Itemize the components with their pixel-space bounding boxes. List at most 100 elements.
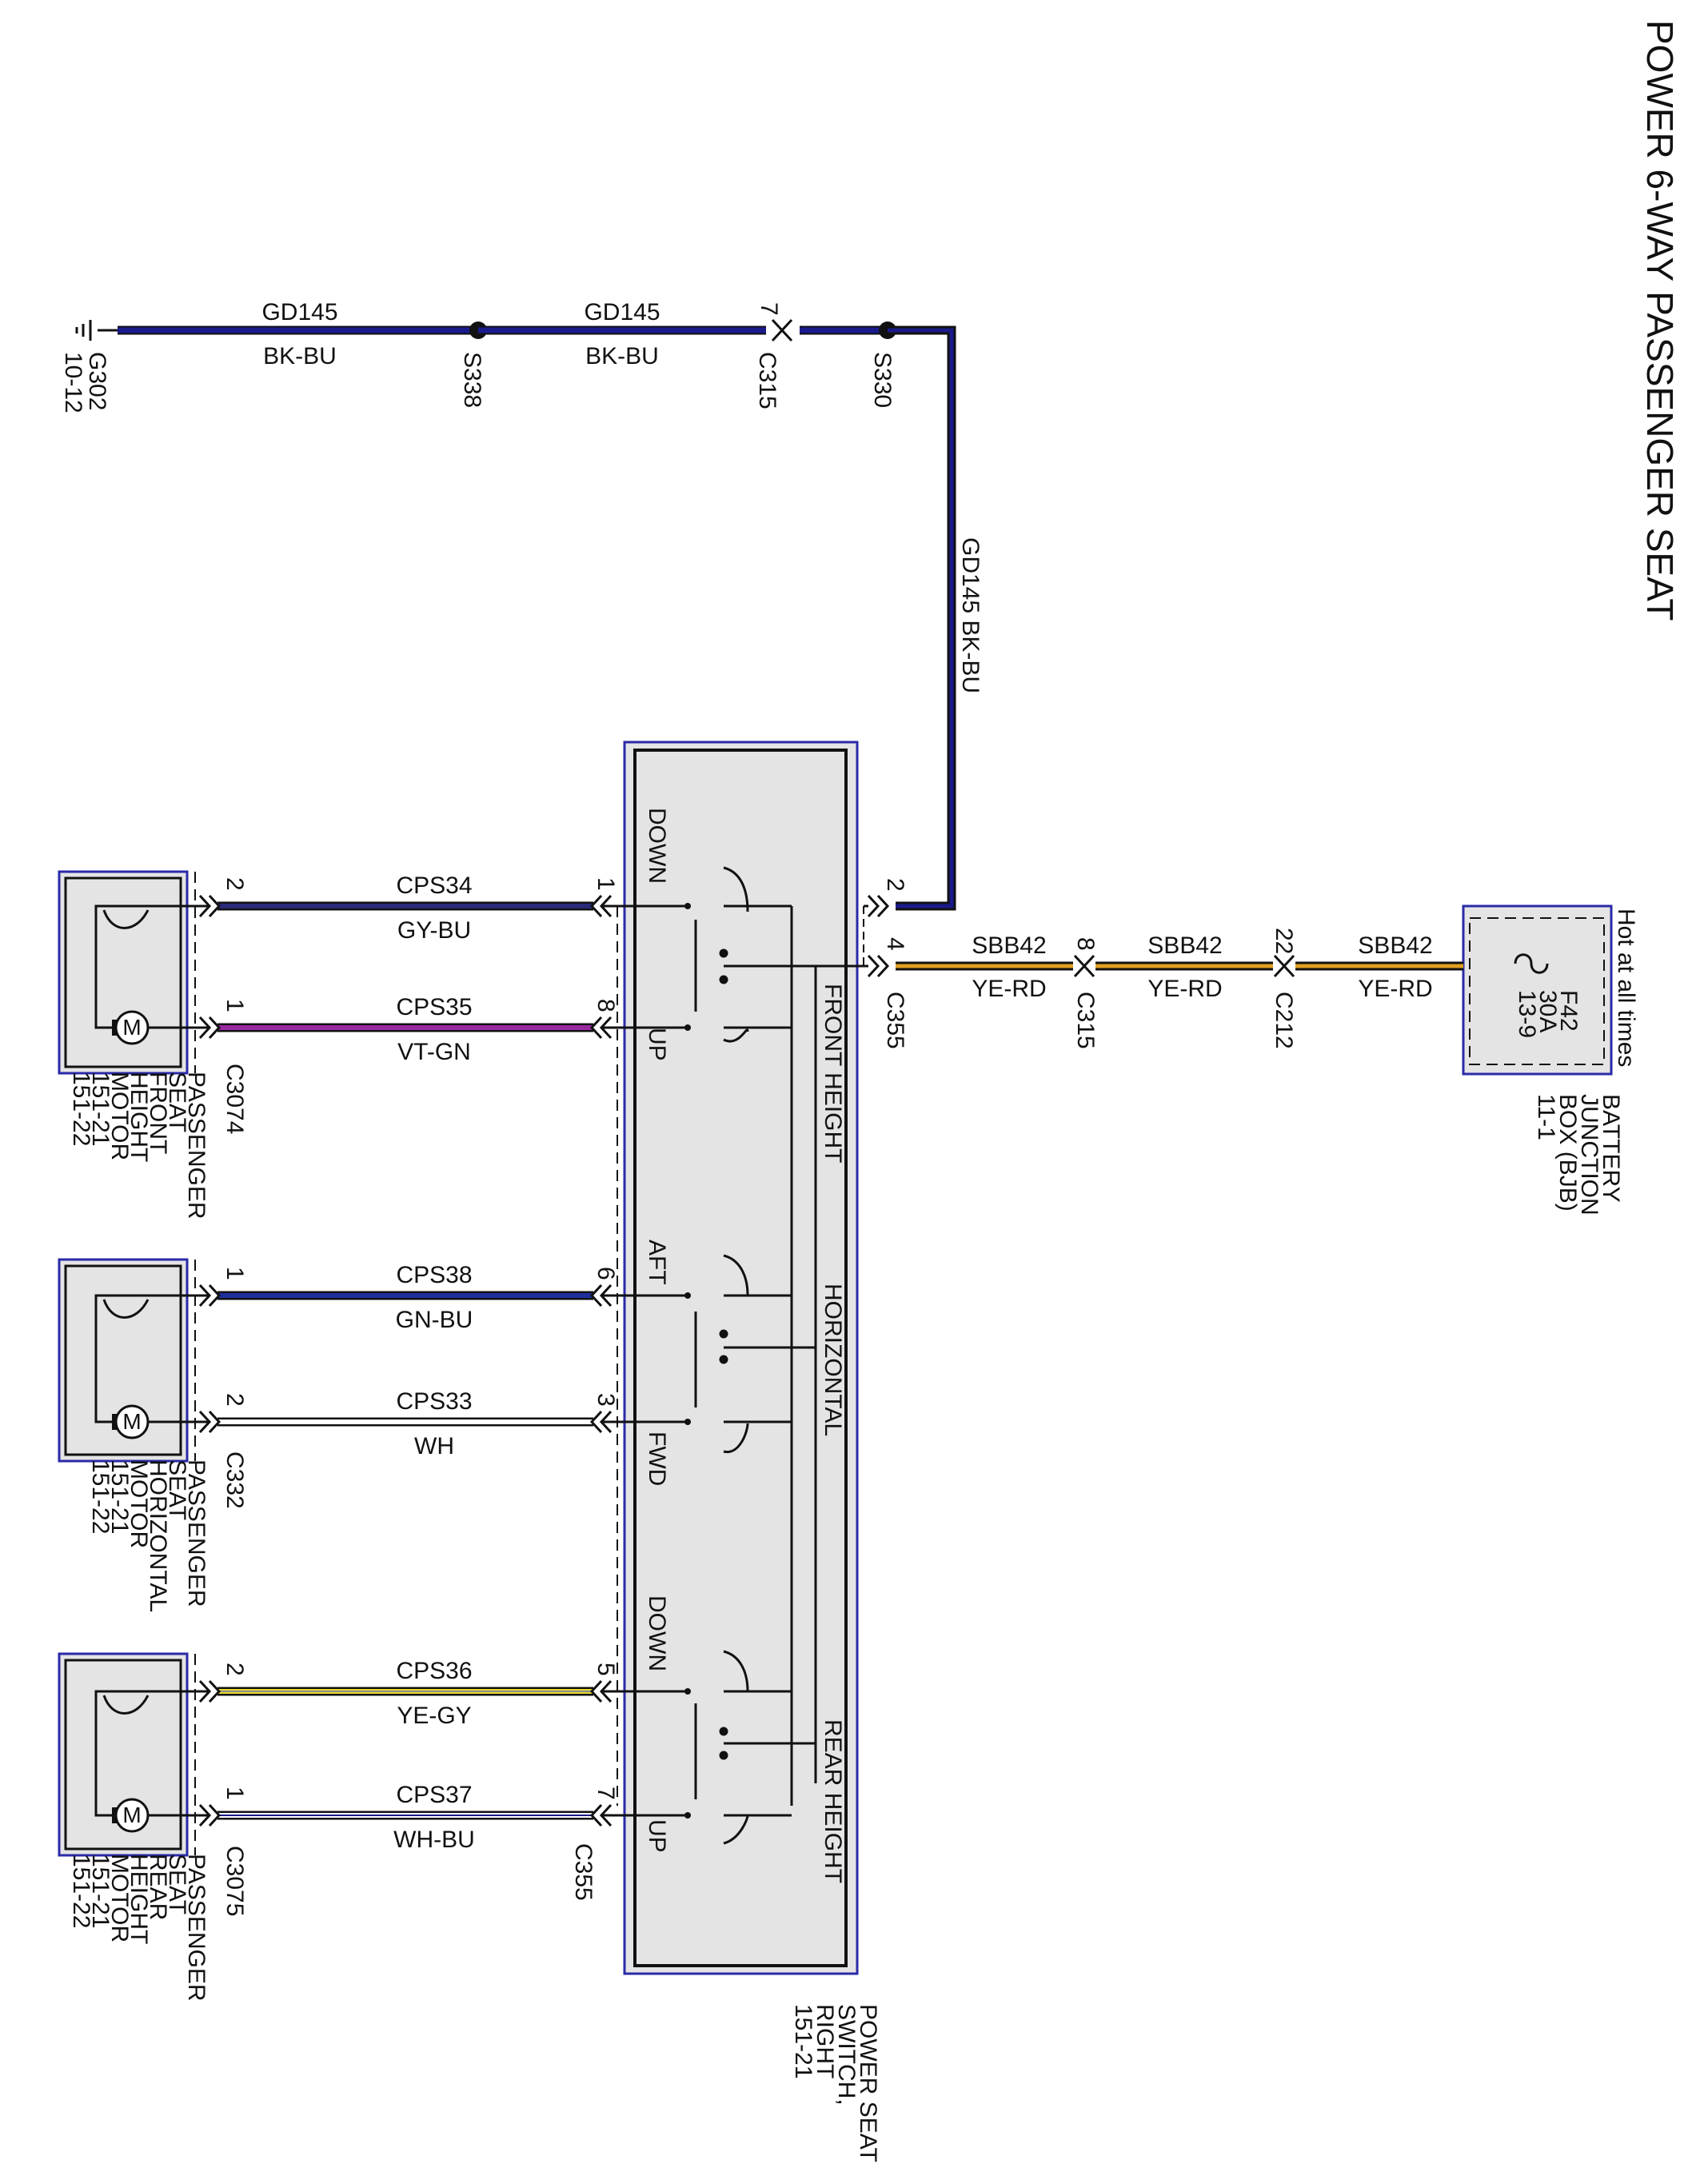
motor-3-connector: C3075 [221, 1846, 248, 1916]
motor-2-name-line: 151-22 [87, 1459, 114, 1534]
connector-arrow-icon [198, 894, 212, 918]
motor-3-name-line: MOTOR [106, 1854, 133, 1942]
connector-arrow-icon [589, 1016, 603, 1040]
motor-3-name-line: SEAT [164, 1854, 190, 1914]
motor-1-name-line: 151-22 [68, 1072, 94, 1146]
motor-2-name-line: 151-21 [106, 1459, 133, 1534]
motor-3-name-line: 151-22 [68, 1854, 94, 1928]
bjb-name-2: JUNCTION [1576, 1094, 1602, 1216]
switch-name-2: SWITCH, [833, 2004, 860, 2106]
connector-c315-label: C315 [754, 352, 780, 409]
ground-wire1-color: BK-BU [263, 343, 337, 369]
wire-color-label: GN-BU [396, 1307, 473, 1333]
motor-box-1 [58, 870, 189, 1075]
bjb-name-1: BATTERY [1598, 1094, 1624, 1203]
motor-2-name-line: SEAT [164, 1459, 190, 1520]
ground-id-label: G302 [84, 352, 110, 410]
hot-at-all-times-label: Hot at all times [1613, 908, 1639, 1067]
switch-connector-c355-bottom: C355 [570, 1843, 597, 1901]
motor-symbol-2: M [122, 1409, 141, 1434]
motor-pin-label: 1 [221, 999, 248, 1012]
connector-c315-battery [1073, 954, 1095, 978]
ground-wire2-circuit: GD145 [584, 299, 660, 325]
power-seat-switch: FRONT HEIGHT HORIZONTAL REAR HEIGHT DOWN… [570, 741, 881, 2162]
switch-pos-horizontal-aft: AFT [644, 1240, 670, 1285]
battery-junction-box: Hot at all times F42 30A 13-9 BATTERY JU… [1462, 904, 1639, 1216]
motor-2-name-line: HORIZONTAL [145, 1459, 171, 1612]
wire-color-label: WH-BU [393, 1827, 475, 1853]
switch-pin-label: 1 [593, 877, 619, 891]
motor-pin-label: 2 [221, 877, 248, 891]
ground-connector-pin: 7 [756, 302, 782, 316]
motor-2-connector: C332 [221, 1451, 248, 1509]
switch-pos-rear-up: UP [644, 1819, 670, 1853]
splice-s330-label: S330 [869, 352, 896, 408]
switch-pos-front-up: UP [644, 1028, 670, 1061]
wire-color-label: VT-GN [397, 1039, 471, 1065]
connector-c315-ground [771, 318, 793, 342]
connector-arrow-icon [198, 1679, 212, 1703]
switch-pos-front-down: DOWN [644, 808, 670, 884]
wire-circuit-label: CPS36 [396, 1658, 472, 1684]
motor-3-name-line: HEIGHT [126, 1854, 152, 1944]
battery-seg1-pin: 22 [1271, 928, 1297, 954]
motor-pin-label: 2 [221, 1663, 248, 1676]
battery-seg1-color: YE-RD [1358, 976, 1432, 1002]
battery-feed-circuit: SBB42 YE-RD 22 C212 SBB42 YE-RD 8 C315 S… [864, 878, 1463, 1049]
motor-1-name-line: 151-21 [87, 1072, 114, 1146]
ground-vertical-label: GD145 BK-BU [957, 537, 984, 693]
ground-pin-switch: 2 [882, 878, 908, 892]
connector-arrow-icon [589, 1284, 603, 1308]
motor-pin-label: 1 [221, 1267, 248, 1280]
wire-color-label: GY-BU [397, 917, 471, 944]
bjb-page: 11-1 [1533, 1094, 1559, 1140]
battery-seg2-pin: 8 [1072, 937, 1099, 951]
switch-pos-horizontal-fwd: FWD [644, 1431, 670, 1486]
fuse-rating: 30A [1534, 990, 1561, 1032]
battery-seg1-circuit: SBB42 [1358, 932, 1432, 959]
motor-breaker-icon-3 [102, 1695, 150, 1715]
motor-1-name-line: MOTOR [106, 1072, 133, 1160]
motor-1-name-line: HEIGHT [126, 1072, 152, 1162]
battery-seg3-circuit: SBB42 [972, 932, 1046, 959]
splice-s338-label: S338 [459, 352, 485, 408]
switch-pos-rear-down: DOWN [644, 1595, 670, 1671]
connector-arrow-icon [198, 1803, 212, 1827]
ground-wire1-circuit: GD145 [261, 299, 337, 325]
motor-3-name-line: PASSENGER [183, 1854, 210, 2002]
wire-gd145-vertical [888, 325, 956, 911]
switch-connector-c355-top: C355 [882, 992, 908, 1049]
switch-pin-label: 7 [593, 1787, 619, 1800]
switch-page: 151-21 [790, 2004, 816, 2078]
connector-arrow-icon [198, 1016, 212, 1040]
motor-1-connector: C3074 [221, 1064, 248, 1134]
bjb-name-3: BOX (BJB) [1554, 1094, 1581, 1212]
motor-1-name-line: FRONT [145, 1072, 171, 1154]
motor-3-name-line: 151-21 [87, 1854, 114, 1928]
connector-arrow-icon [589, 1803, 603, 1827]
ground-page-label: 10-12 [60, 352, 86, 413]
connector-arrow-icon [589, 1410, 603, 1434]
connector-arrow-icon [589, 1679, 603, 1703]
switch-section-horizontal: HORIZONTAL [820, 1284, 846, 1436]
motor-symbol-3: M [122, 1803, 141, 1827]
motor-breaker-icon-2 [102, 1299, 150, 1319]
fuse-page: 13-9 [1514, 990, 1540, 1038]
motor-breaker-icon-1 [102, 909, 150, 929]
battery-seg3-color: YE-RD [972, 976, 1046, 1002]
fuse-icon [1514, 953, 1549, 974]
wire-circuit-label: CPS38 [396, 1262, 472, 1288]
battery-seg3-pin: 4 [882, 937, 908, 951]
switch-name-3: RIGHT [812, 2004, 838, 2078]
switch-pin-label: 8 [593, 999, 619, 1012]
connector-arrow-icon [198, 1410, 212, 1434]
wire-circuit-label: CPS34 [396, 872, 472, 899]
fuse-id: F42 [1555, 990, 1582, 1032]
wire-circuit-label: CPS35 [396, 994, 472, 1020]
motor-pin-label: 1 [221, 1787, 248, 1800]
connector-arrow-icon [589, 894, 603, 918]
switch-section-front-height: FRONT HEIGHT [820, 984, 846, 1163]
wire-circuit-label: CPS33 [396, 1388, 472, 1415]
switch-pin-label: 6 [593, 1267, 619, 1280]
